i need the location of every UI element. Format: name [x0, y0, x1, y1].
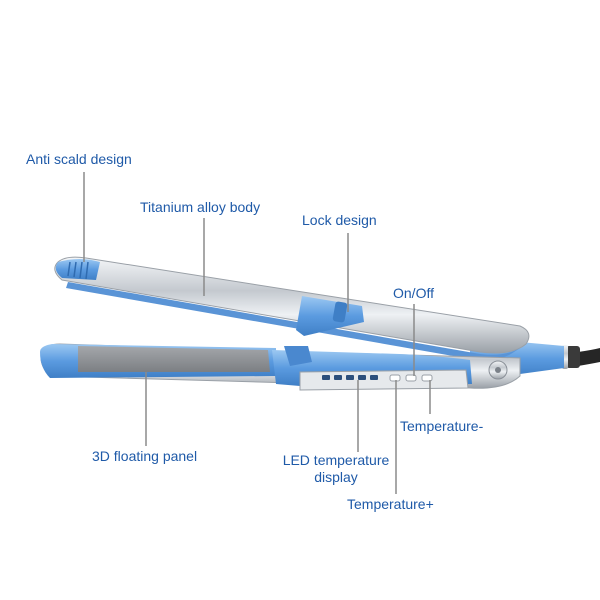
label-on-off: On/Off	[393, 285, 434, 301]
upper-arm-edge	[66, 282, 520, 361]
hinge-screw-center	[495, 367, 501, 373]
lock-knob	[332, 301, 348, 323]
label-temperature-minus: Temperature-	[400, 418, 484, 434]
leader-lines	[83, 172, 431, 494]
led-display	[322, 375, 378, 380]
label-led-temperature-display: LED temperature display	[270, 452, 402, 486]
power-cord	[578, 348, 600, 366]
upper-arm	[54, 256, 530, 354]
floating-panel	[78, 346, 270, 372]
temperature-minus-button	[421, 374, 433, 382]
label-led-line-2: display	[314, 469, 358, 485]
label-anti-scald-design: Anti scald design	[26, 151, 132, 167]
cord-collar	[566, 346, 580, 368]
label-temperature-plus: Temperature+	[347, 496, 434, 512]
anti-scald-ridges	[67, 261, 89, 280]
label-led-line-1: LED temperature	[282, 452, 390, 468]
on-off-button	[405, 374, 417, 382]
hinge-bracket	[284, 346, 312, 366]
anti-scald-tip	[55, 259, 100, 280]
label-lock-design: Lock design	[302, 212, 377, 228]
label-titanium-alloy-body: Titanium alloy body	[140, 199, 261, 215]
label-3d-floating-panel: 3D floating panel	[92, 448, 198, 464]
temperature-plus-button	[389, 374, 401, 382]
